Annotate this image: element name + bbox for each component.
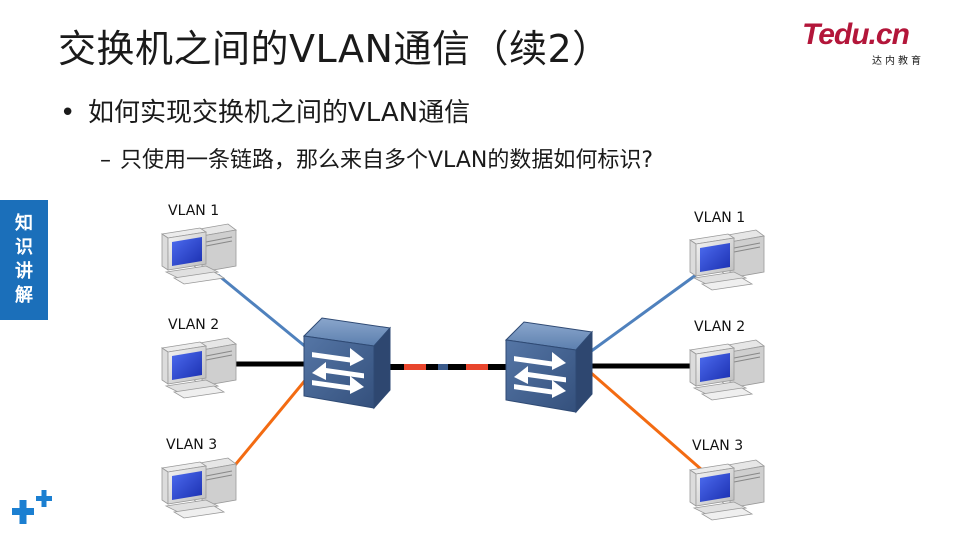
side-tag-knowledge: 知 识 讲 解 bbox=[0, 200, 48, 320]
bullet-main-text: 如何实现交换机之间的VLAN通信 bbox=[88, 98, 471, 128]
computer-icon bbox=[161, 223, 237, 285]
link-left-vlan1 bbox=[217, 273, 313, 354]
right-host-label: VLAN 1 bbox=[694, 210, 745, 226]
bullet-main: • 如何实现交换机之间的VLAN通信 bbox=[60, 92, 470, 129]
switch-icon bbox=[505, 321, 593, 413]
slide-title: 交换机之间的VLAN通信（续2） bbox=[58, 27, 611, 71]
left-host-label: VLAN 3 bbox=[166, 437, 217, 453]
computer-icon bbox=[689, 459, 765, 521]
right-host-label: VLAN 3 bbox=[692, 438, 743, 454]
trunk-link bbox=[388, 364, 512, 370]
bullet-sub: –只使用一条链路，那么来自多个VLAN的数据如何标识? bbox=[100, 142, 653, 174]
tedu-logo: Tedu.cn 达内教育 bbox=[800, 18, 940, 70]
left-host-label: VLAN 1 bbox=[168, 203, 219, 219]
switch-icon bbox=[303, 317, 391, 409]
side-tag-char: 解 bbox=[15, 285, 33, 306]
plus-cross-icon bbox=[12, 490, 52, 524]
link-right-vlan1 bbox=[589, 270, 701, 354]
link-left-vlan3 bbox=[224, 371, 314, 477]
logo-text: Tedu.cn bbox=[802, 18, 910, 51]
bullet-marker: • bbox=[60, 98, 76, 128]
bullet-sub-text: 只使用一条链路，那么来自多个VLAN的数据如何标识? bbox=[120, 148, 653, 173]
computer-icon bbox=[161, 337, 237, 399]
bullet-sub-marker: – bbox=[100, 148, 111, 173]
side-tag-char: 知 bbox=[15, 213, 33, 234]
left-host-label: VLAN 2 bbox=[168, 317, 219, 333]
computer-icon bbox=[689, 339, 765, 401]
logo-subtitle: 达内教育 bbox=[872, 56, 924, 67]
side-tag-char: 讲 bbox=[15, 261, 33, 282]
link-right-vlan3 bbox=[589, 370, 703, 472]
computer-icon bbox=[161, 457, 237, 519]
right-host-label: VLAN 2 bbox=[694, 319, 745, 335]
computer-icon bbox=[689, 229, 765, 291]
side-tag-char: 识 bbox=[15, 237, 33, 258]
